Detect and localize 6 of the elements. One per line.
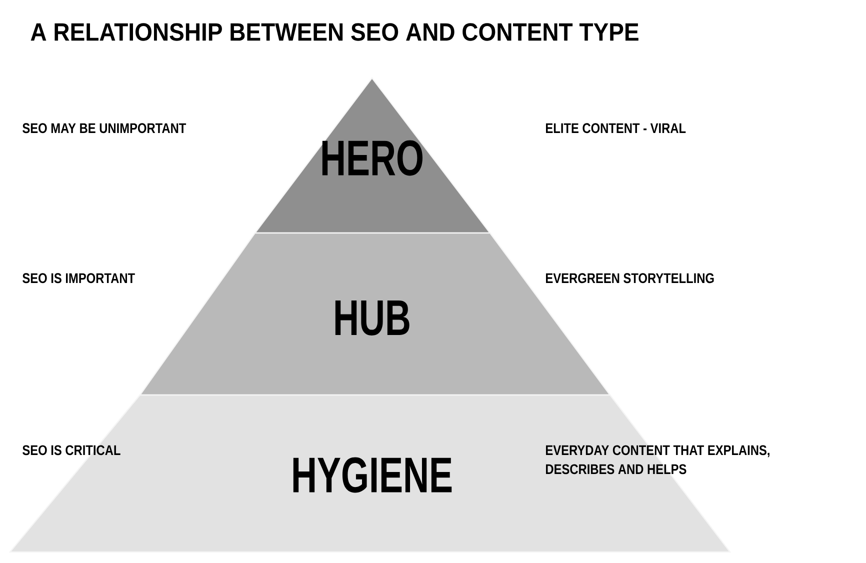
title: A RELATIONSHIP BETWEEN SEO AND CONTENT TYPE <box>30 23 638 41</box>
side-label: EVERYDAY CONTENT THAT EXPLAINS, DESCRIBES AND HELPS <box>546 445 770 474</box>
side-label: SEO MAY BE UNIMPORTANT <box>22 123 186 134</box>
side-label: ELITE CONTENT - VIRAL <box>546 123 686 134</box>
side-label: EVERGREEN STORYTELLING <box>546 273 714 284</box>
side-label: SEO IS CRITICAL <box>22 445 120 456</box>
